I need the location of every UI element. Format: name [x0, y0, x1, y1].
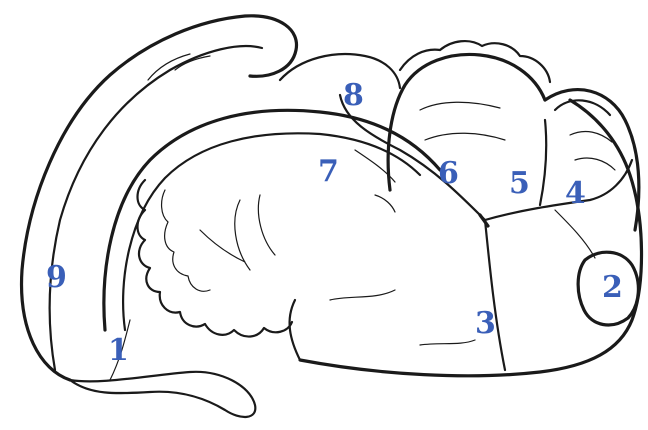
label-3: 3 [475, 306, 496, 341]
number-labels: 1 2 3 4 5 6 7 8 9 [46, 78, 623, 368]
label-5: 5 [509, 166, 530, 201]
label-9: 9 [46, 260, 67, 295]
label-2: 2 [602, 270, 623, 305]
label-7: 7 [318, 154, 339, 189]
outer-hooked-structure [22, 16, 297, 417]
central-body [200, 100, 642, 376]
label-6: 6 [438, 156, 459, 191]
right-rounded-lobe [545, 90, 639, 325]
label-8: 8 [343, 78, 364, 113]
scalloped-fringe [138, 180, 293, 337]
label-1: 1 [108, 333, 129, 368]
label-4: 4 [565, 176, 586, 211]
